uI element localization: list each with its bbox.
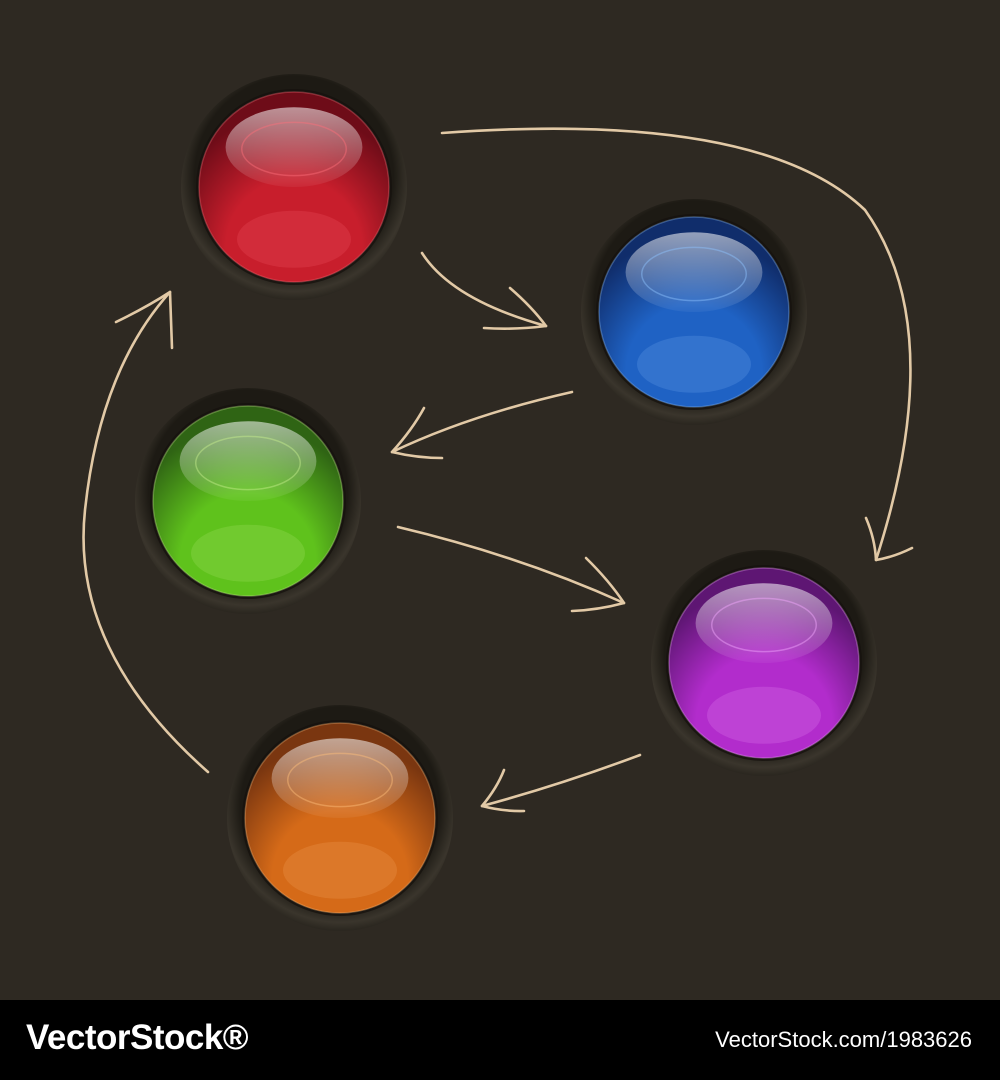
node-purple-gloss xyxy=(695,583,833,663)
flow-diagram xyxy=(82,74,914,931)
node-red-gloss xyxy=(225,107,363,187)
arrow-red-purple xyxy=(440,127,914,562)
arrow-orange-red xyxy=(82,290,210,774)
arrow-red-blue xyxy=(420,251,548,330)
footer-bar: VectorStock® VectorStock.com/1983626 xyxy=(0,1000,1000,1080)
node-blue-button[interactable] xyxy=(581,199,807,425)
arrow-line-blue-green xyxy=(390,390,574,454)
arrowhead-red-purple xyxy=(864,516,914,562)
image-id: VectorStock.com/1983626 xyxy=(715,1027,972,1052)
node-green-button[interactable] xyxy=(135,388,361,614)
arrow-line-red-blue xyxy=(420,251,548,328)
node-purple-button[interactable] xyxy=(651,550,877,776)
vectorstock-logo: VectorStock® xyxy=(26,1018,249,1057)
arrow-line-red-purple xyxy=(440,127,912,562)
arrow-green-purple xyxy=(396,525,626,613)
arrowhead-green-purple xyxy=(570,556,626,613)
arrow-line-green-purple xyxy=(396,525,626,605)
arrowhead-red-blue xyxy=(482,286,548,330)
node-green-gloss xyxy=(179,421,317,501)
node-orange-gloss xyxy=(271,738,409,818)
diagram-canvas xyxy=(82,74,914,931)
arrowhead-orange-red xyxy=(114,290,174,350)
arrow-line-purple-orange xyxy=(480,753,642,808)
node-orange-button[interactable] xyxy=(227,705,453,931)
arrow-line-orange-red xyxy=(82,290,210,774)
node-red-button[interactable] xyxy=(181,74,407,300)
arrow-purple-orange xyxy=(480,753,642,813)
arrow-blue-green xyxy=(390,390,574,460)
node-blue-gloss xyxy=(625,232,763,312)
arrowhead-blue-green xyxy=(390,406,444,460)
arrowhead-purple-orange xyxy=(480,768,526,813)
